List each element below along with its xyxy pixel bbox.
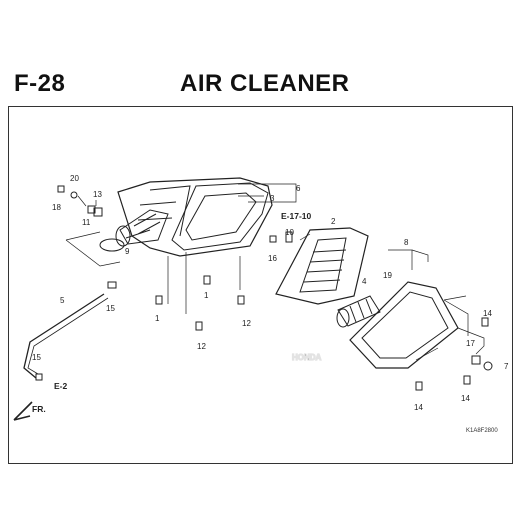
- callout-5: 5: [60, 296, 65, 305]
- air-cleaner-cover: [349, 281, 459, 369]
- callout-10: 10: [285, 228, 294, 237]
- front-label: FR.: [32, 404, 46, 414]
- ref-e2: E-2: [54, 381, 68, 391]
- callout-12: 12: [197, 342, 206, 351]
- callout-6: 6: [296, 184, 301, 193]
- callout-15: 15: [106, 304, 115, 313]
- ref-e17-10: E-17-10: [281, 211, 312, 221]
- air-filter-element: [275, 227, 369, 305]
- callout-2: 2: [331, 217, 336, 226]
- front-direction-arrow: [13, 401, 33, 421]
- callout-14: 14: [414, 403, 423, 412]
- inlet-pipe: [336, 295, 381, 328]
- callout-20: 20: [70, 174, 79, 183]
- callout-14: 14: [461, 394, 470, 403]
- callout-14: 14: [483, 309, 492, 318]
- page-title: AIR CLEANER: [180, 70, 350, 97]
- watermark: HONDA: [292, 353, 322, 362]
- callout-4: 4: [362, 277, 367, 286]
- callout-15: 15: [32, 353, 41, 362]
- callout-18: 18: [52, 203, 61, 212]
- callout-11: 11: [82, 218, 91, 227]
- callout-12: 12: [242, 319, 251, 328]
- callout-13: 13: [93, 190, 102, 199]
- page-header: F-28 AIR CLEANER: [0, 0, 524, 110]
- hose-clamp: [99, 238, 125, 252]
- callout-9: 9: [125, 247, 130, 256]
- air-cleaner-case: [117, 177, 273, 257]
- diagram-frame: [8, 106, 513, 464]
- intake-duct: [115, 209, 169, 247]
- callout-1: 1: [204, 291, 209, 300]
- breather-tube: [23, 293, 109, 379]
- callout-7: 7: [504, 362, 509, 371]
- fasteners: [35, 185, 493, 391]
- callout-8: 8: [404, 238, 409, 247]
- callout-19: 19: [383, 271, 392, 280]
- callout-numbers: 1 1 2 3 4 5 6 7 8 9 10 11 12 12 13 14 14…: [32, 174, 509, 412]
- reference-labels: E-17-10 E-2 FR. K1A8F2800: [32, 211, 498, 434]
- callout-17: 17: [466, 339, 475, 348]
- diagram-code: K1A8F2800: [466, 428, 498, 434]
- callout-16: 16: [268, 254, 277, 263]
- callout-3: 3: [270, 194, 275, 203]
- leader-lines: [65, 183, 485, 361]
- callout-1: 1: [155, 314, 160, 323]
- section-code: F-28: [14, 70, 66, 97]
